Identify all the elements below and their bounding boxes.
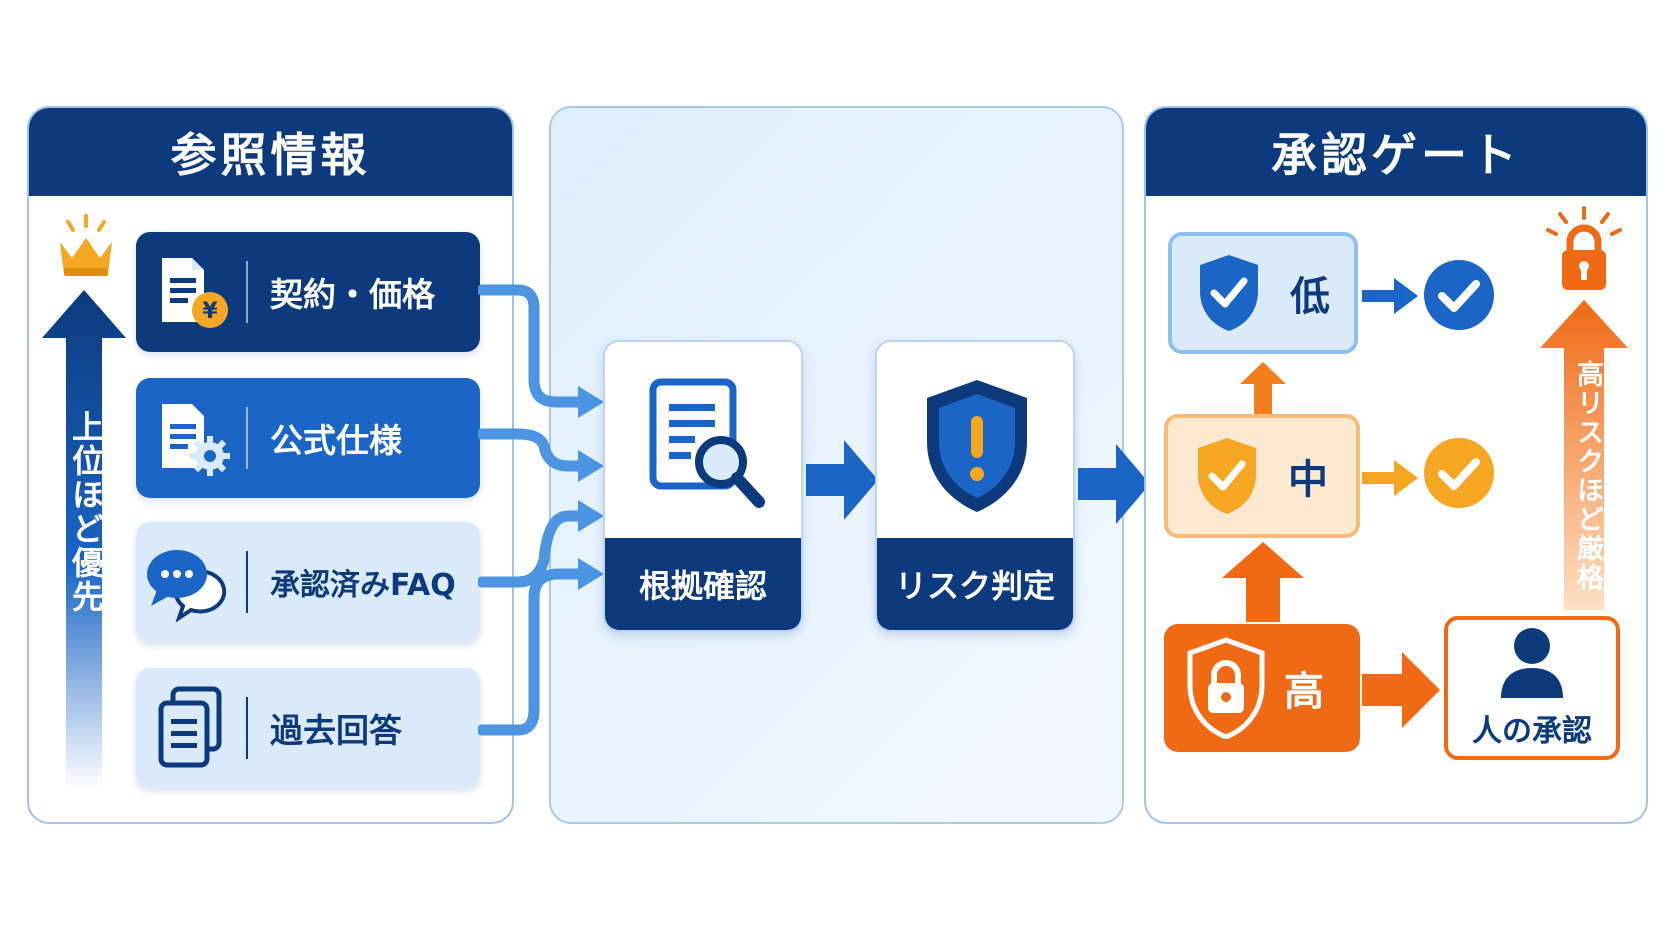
evidence-to-risk-arrow <box>806 440 878 520</box>
human-approval-label: 人の承認 <box>1472 714 1592 749</box>
low-result-arrow <box>1362 278 1418 314</box>
source-label: 承認済みFAQ <box>270 568 456 603</box>
source-contract-price[interactable]: ¥ 契約・価格 <box>136 232 480 352</box>
person-icon <box>1501 628 1563 698</box>
source-label: 過去回答 <box>270 711 402 750</box>
strictness-label: 高リスクほど厳格 <box>1572 360 1603 592</box>
risk-level-low-label: 低 <box>1290 274 1330 320</box>
risk-assessment-label: リスク判定 <box>877 538 1073 630</box>
documents-stack-icon <box>136 668 246 788</box>
document-gear-icon <box>136 378 246 498</box>
shield-check-icon <box>1198 438 1256 514</box>
high-to-medium-arrow <box>1222 542 1304 622</box>
source-past-answers[interactable]: 過去回答 <box>136 668 480 788</box>
reference-panel-title: 参照情報 <box>29 108 512 196</box>
source-connector-arrows <box>478 284 604 736</box>
medium-to-low-arrow <box>1240 362 1286 414</box>
risk-level-high[interactable]: 高 <box>1164 624 1360 752</box>
risk-level-medium-label: 中 <box>1288 457 1328 503</box>
strictness-arrow <box>1540 300 1628 610</box>
risk-level-high-label: 高 <box>1284 669 1324 715</box>
source-approved-faq[interactable]: 承認済みFAQ <box>136 522 480 642</box>
svg-text:¥: ¥ <box>202 299 218 324</box>
shield-check-icon <box>1200 255 1258 331</box>
alarm-lock-icon <box>1546 206 1622 290</box>
medium-result-arrow <box>1362 460 1418 496</box>
shield-alert-icon <box>927 380 1027 512</box>
priority-arrow <box>42 290 126 790</box>
source-official-spec[interactable]: 公式仕様 <box>136 378 480 498</box>
card-divider <box>246 407 248 469</box>
crown-icon <box>60 214 112 276</box>
evidence-check-card[interactable]: 根拠確認 <box>603 340 803 632</box>
document-yen-icon: ¥ <box>136 232 246 352</box>
risk-to-approval-arrow <box>1078 444 1150 524</box>
source-label: 契約・価格 <box>270 275 435 314</box>
risk-assessment-card[interactable]: リスク判定 <box>875 340 1075 632</box>
chat-bubbles-icon <box>136 522 246 642</box>
card-divider <box>246 551 248 613</box>
card-divider <box>246 261 248 323</box>
low-approved-check-icon <box>1424 260 1494 330</box>
card-divider <box>246 697 248 759</box>
risk-level-medium[interactable]: 中 <box>1164 414 1360 538</box>
human-approval-box[interactable]: 人の承認 <box>1444 616 1620 760</box>
high-to-human-arrow <box>1362 652 1440 728</box>
source-label: 公式仕様 <box>270 421 402 460</box>
priority-label: 上位ほど優先 <box>67 410 105 614</box>
medium-approved-check-icon <box>1424 438 1494 508</box>
evidence-check-label: 根拠確認 <box>605 538 801 630</box>
approval-gate-title: 承認ゲート <box>1146 108 1646 196</box>
shield-lock-icon <box>1187 637 1265 739</box>
document-search-icon <box>649 378 765 508</box>
risk-level-low[interactable]: 低 <box>1168 232 1358 354</box>
